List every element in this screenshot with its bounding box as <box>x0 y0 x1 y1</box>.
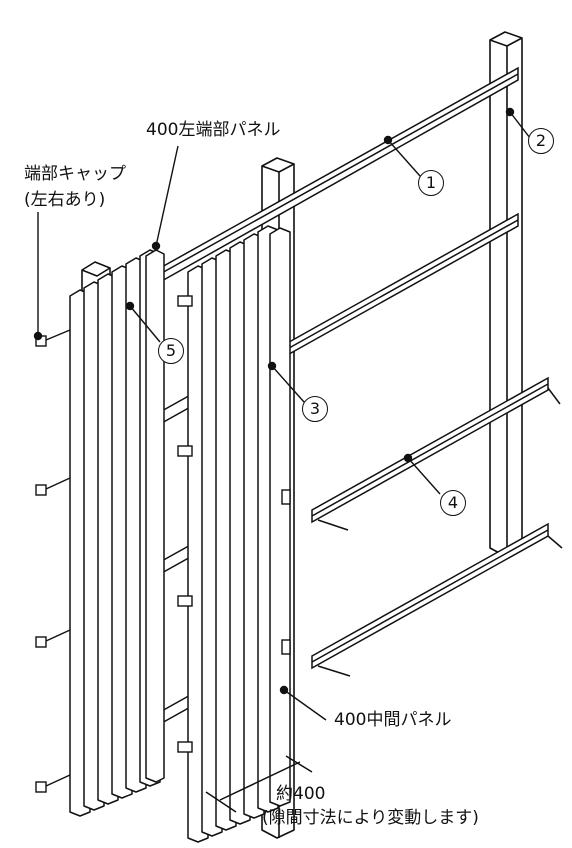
rail-5 <box>311 522 563 677</box>
left-end-panel <box>69 249 165 817</box>
rail-4 <box>311 376 561 531</box>
panel-brackets <box>177 295 291 753</box>
right-post <box>489 31 523 557</box>
middle-panel <box>187 225 291 843</box>
end-caps <box>35 329 71 793</box>
end-cap-label-line2: (左右あり) <box>24 190 106 210</box>
dimension-line <box>205 755 313 813</box>
dimension-value: 約400 <box>276 784 326 804</box>
callout-3: 3 <box>302 396 328 422</box>
callout-2: 2 <box>528 128 554 154</box>
callout-4: 4 <box>440 490 466 516</box>
leader-lines <box>33 107 531 721</box>
dimension-note: (隙間寸法により変動します) <box>262 808 479 828</box>
end-cap-label-line1: 端部キャップ <box>24 164 126 184</box>
callout-1: 1 <box>418 170 444 196</box>
callout-5: 5 <box>158 338 184 364</box>
end-panel-label: 400左端部パネル <box>146 120 281 140</box>
middle-panel-label: 400中間パネル <box>334 710 452 730</box>
